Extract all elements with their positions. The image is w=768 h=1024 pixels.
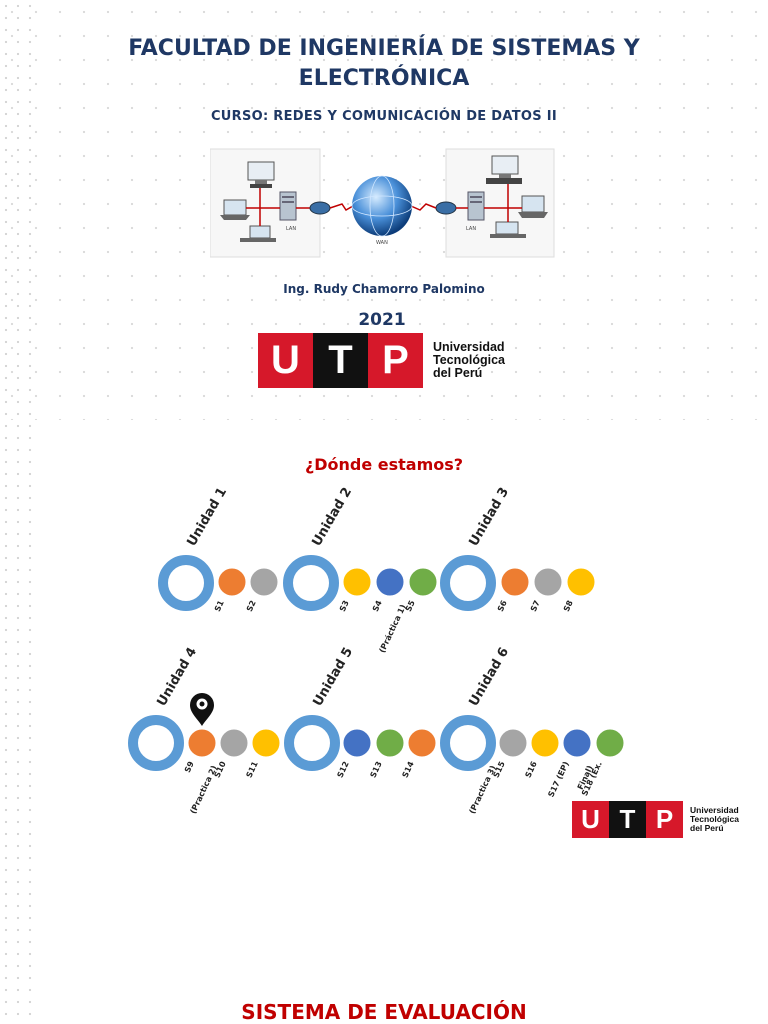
session-dot <box>217 567 247 597</box>
session-sublabel: (Practica 2) <box>189 764 219 815</box>
session-sublabel: (Practica 3) <box>468 764 498 815</box>
session-dot <box>342 728 372 758</box>
session-label: S14 <box>401 760 416 780</box>
university-name: Universidad Tecnológica del Perú <box>433 341 505 380</box>
author-name: Ing. Rudy Chamorro Palomino <box>283 282 485 296</box>
session-label: S7 <box>529 599 542 613</box>
wan-label: WAN <box>376 240 388 246</box>
lan-left-label: LAN <box>286 226 296 232</box>
university-name-line: Tecnológica <box>433 353 506 367</box>
session-dot <box>530 728 560 758</box>
unit-label: Unidad 3 <box>466 485 512 549</box>
session-dot <box>500 567 530 597</box>
session-dot <box>408 567 438 597</box>
session-dot <box>595 728 625 758</box>
unit-ring <box>440 555 496 611</box>
session-dot <box>342 567 372 597</box>
session-label: S1 <box>213 599 226 613</box>
laptop-icon <box>220 199 250 220</box>
network-diagram: LAN WAN <box>210 148 555 258</box>
session-sublabel: (Práctica 1) <box>378 603 408 654</box>
utp-logo-small: U T P Universidad Tecnológica del Perú <box>572 801 739 838</box>
lan-right-label: LAN <box>466 226 476 232</box>
unit-label: Unidad 1 <box>184 485 230 549</box>
unit-label: Unidad 5 <box>310 645 356 709</box>
session-label: S6 <box>496 599 509 613</box>
logo-letter: T <box>609 801 646 838</box>
utp-logo: U T P Universidad Tecnológica del Perú <box>258 333 505 388</box>
page-title: FACULTAD DE INGENIERÍA DE SISTEMAS Y ELE… <box>84 34 684 94</box>
phone-icon <box>490 221 526 238</box>
session-dot <box>562 728 592 758</box>
session-dot <box>566 567 596 597</box>
unit-ring <box>284 715 340 771</box>
unit-label: Unidad 6 <box>466 645 512 709</box>
title-line-1: FACULTAD DE INGENIERÍA DE SISTEMAS Y <box>128 36 640 61</box>
wan-link <box>329 203 354 211</box>
session-label: S13 <box>369 760 384 779</box>
title-line-2: ELECTRÓNICA <box>298 66 470 91</box>
server-icon <box>467 191 485 221</box>
session-dot <box>375 567 405 597</box>
logo-letter: U <box>572 801 609 838</box>
roadmap-title: ¿Dónde estamos? <box>304 455 464 474</box>
unit-ring <box>283 555 339 611</box>
unit-label: Unidad 2 <box>309 485 355 549</box>
session-dot <box>251 728 281 758</box>
section-title: SISTEMA DE EVALUACIÓN <box>241 1000 527 1024</box>
logo-letter: U <box>258 333 313 388</box>
session-label: S3 <box>338 599 351 613</box>
university-name-line: del Perú <box>433 366 483 380</box>
session-label: S17 (EP) <box>546 760 570 799</box>
session-dot <box>498 728 528 758</box>
logo-letter: P <box>646 801 683 838</box>
year: 2021 <box>358 310 406 330</box>
session-label: S8 <box>562 599 575 613</box>
router-icon <box>435 201 457 215</box>
session-dot <box>219 728 249 758</box>
laptop-icon <box>518 195 548 218</box>
unit-ring <box>128 715 184 771</box>
computer-icon <box>247 161 275 188</box>
session-label: S12 <box>336 760 351 779</box>
session-dot <box>187 728 217 758</box>
unit-ring <box>440 715 496 771</box>
globe-icon <box>351 175 413 237</box>
session-label: S11 <box>245 760 260 780</box>
university-name-line: Universidad <box>433 340 505 354</box>
session-label: S16 <box>524 760 539 780</box>
logo-letter: P <box>368 333 423 388</box>
utp-logo-letters: U T P <box>258 333 423 388</box>
university-name: Universidad Tecnológica del Perú <box>690 806 739 833</box>
course-title: CURSO: REDES Y COMUNICACIÓN DE DATOS II <box>210 109 558 124</box>
location-pin-center <box>199 701 205 707</box>
server-icon <box>279 191 297 221</box>
session-label: S4 <box>371 599 384 613</box>
session-dot <box>249 567 279 597</box>
logo-letter: T <box>313 333 368 388</box>
session-dot <box>375 728 405 758</box>
router-icon <box>309 201 331 215</box>
unit-ring <box>158 555 214 611</box>
utp-logo-letters: U T P <box>572 801 683 838</box>
university-name-line: Universidad <box>690 805 739 815</box>
session-label: S2 <box>245 599 258 613</box>
university-name-line: del Perú <box>690 823 724 833</box>
session-label: S9 <box>183 760 196 774</box>
session-dot <box>533 567 563 597</box>
session-dot <box>407 728 437 758</box>
university-name-line: Tecnológica <box>690 814 739 824</box>
wan-link <box>410 203 437 211</box>
computer-icon <box>486 155 522 184</box>
dot-pattern-sidebar <box>0 0 40 1024</box>
